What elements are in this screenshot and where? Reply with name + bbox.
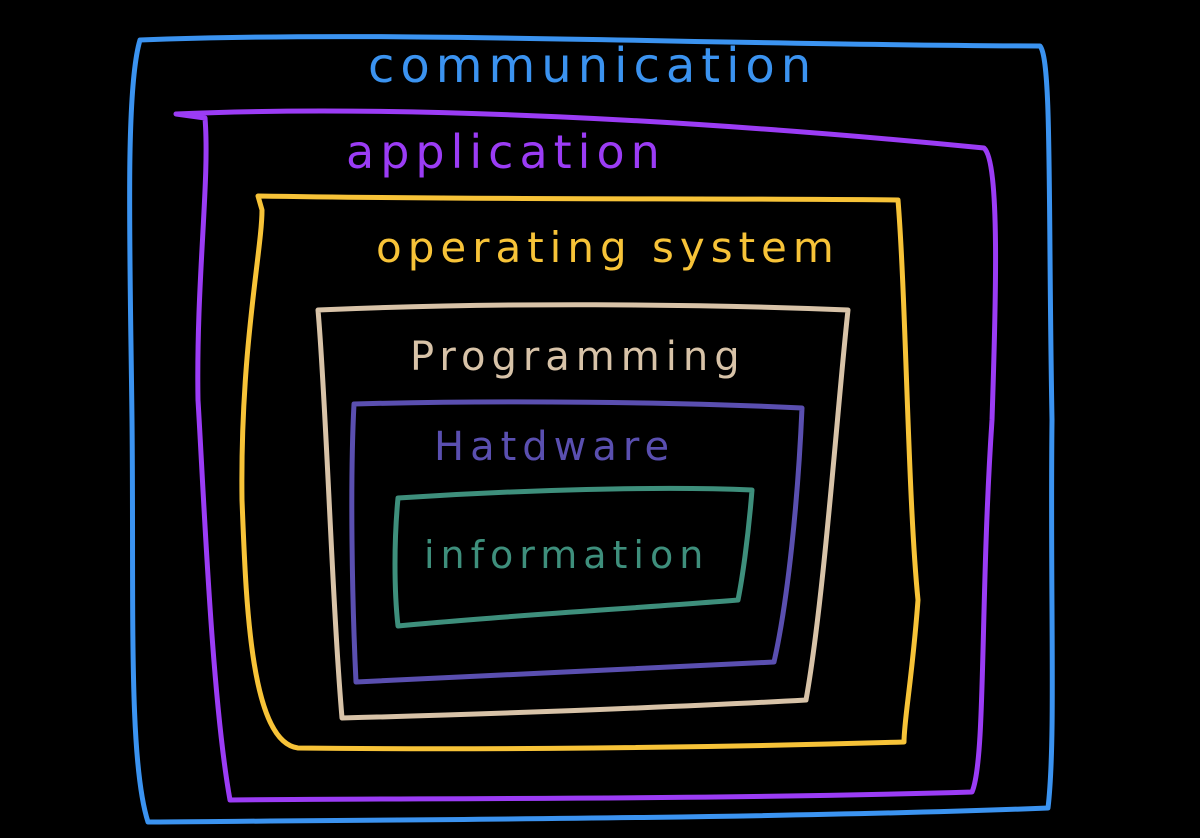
communication-frame: [127, 34, 1055, 825]
layer-operating-system: operating system: [239, 193, 921, 752]
operating-system-frame: [239, 193, 921, 752]
application-label: application: [346, 125, 666, 179]
layer-programming: Programming: [315, 302, 851, 721]
communication-label: communication: [368, 38, 817, 94]
layer-hardware: Hatdware: [349, 399, 805, 685]
layer-application: application: [173, 108, 999, 803]
programming-frame: [315, 302, 851, 721]
layer-information: information: [392, 485, 755, 629]
operating-system-label: operating system: [376, 223, 840, 272]
programming-label: Programming: [410, 334, 746, 380]
hardware-label: Hatdware: [434, 424, 675, 470]
application-frame: [173, 108, 999, 803]
information-label: information: [424, 533, 709, 577]
layer-communication: communication: [127, 34, 1055, 825]
hardware-frame: [349, 399, 805, 685]
information-frame: [392, 485, 755, 629]
